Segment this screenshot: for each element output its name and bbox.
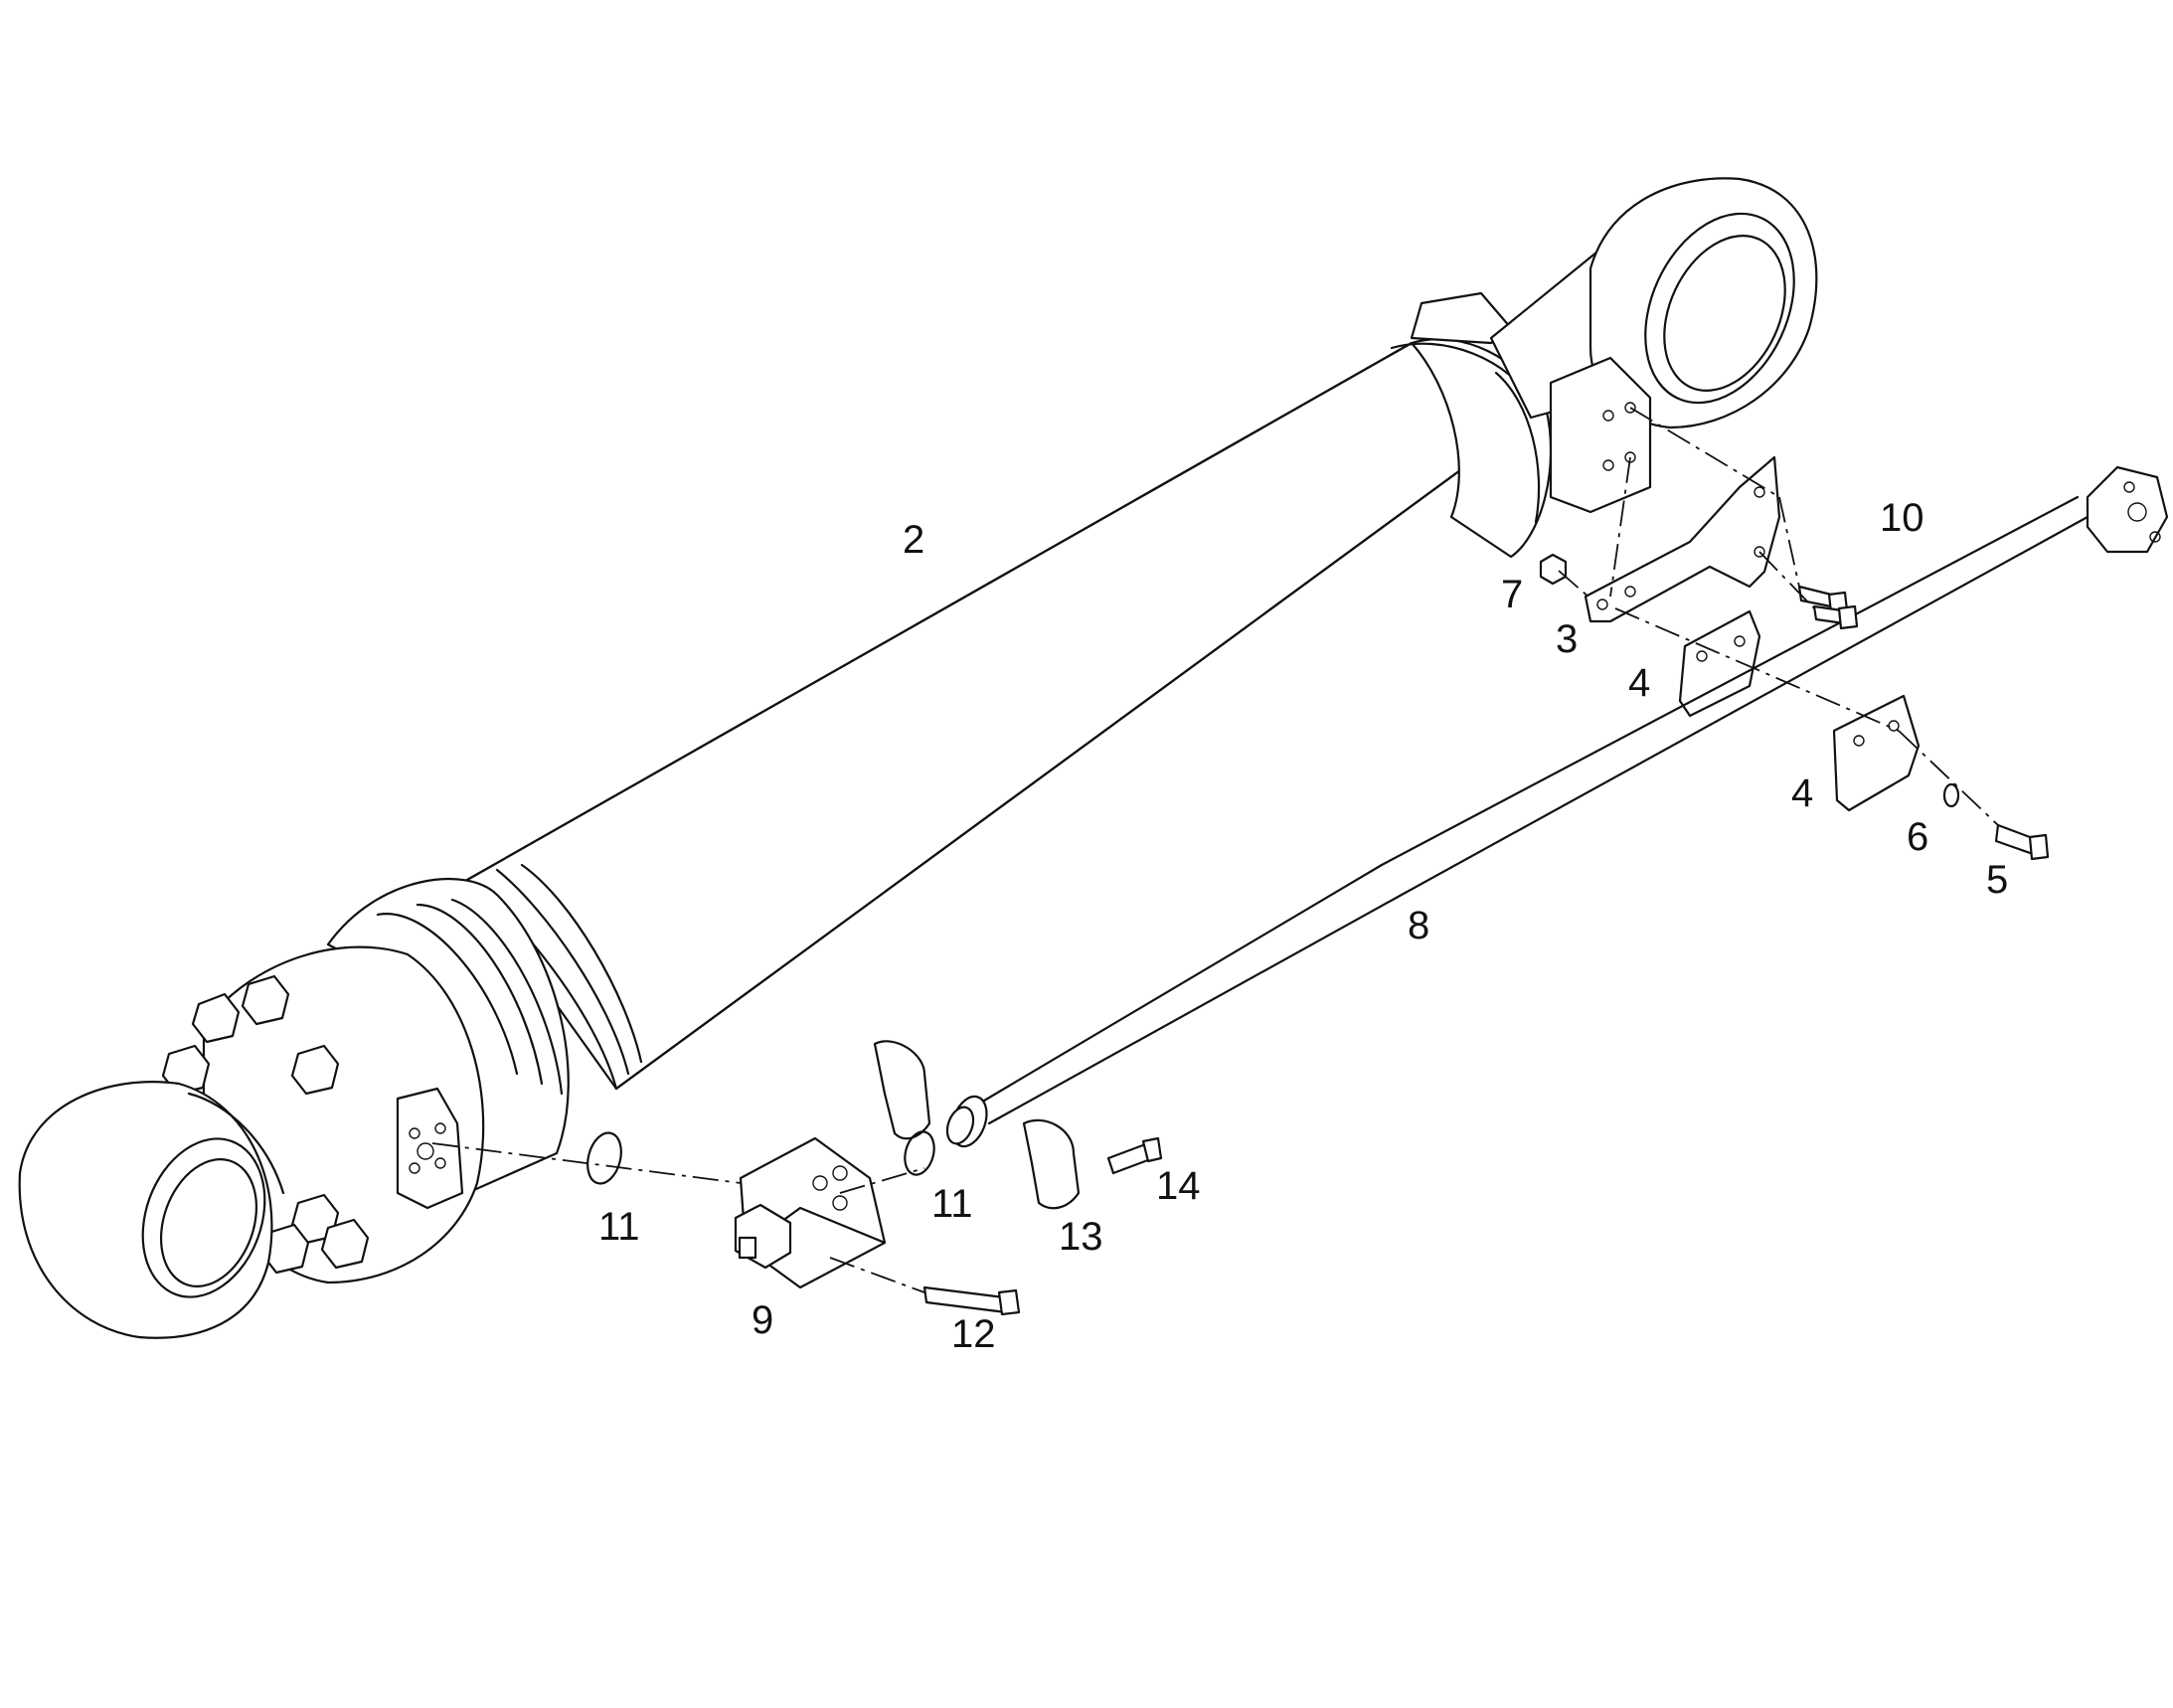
washers-nuts [1539,553,1960,808]
clamp-halves [873,1040,1081,1210]
bracket-part-4-upper [1678,609,1761,718]
head-end-flange [161,945,485,1284]
label-part-11b: 11 [931,1182,973,1226]
label-part-4a: 4 [1628,661,1650,705]
bolts [922,585,2050,1316]
label-part-12: 12 [951,1312,996,1356]
part-labels: 2 10 7 3 4 4 6 5 8 11 11 13 14 9 12 [598,496,2008,1356]
label-part-14: 14 [1156,1164,1201,1208]
bracket-part-3 [1584,455,1781,623]
bracket-part-4-lower [1832,694,1921,812]
label-part-3: 3 [1556,617,1578,661]
rod-end-eye [1489,177,1818,514]
valve-block [734,1136,887,1289]
label-part-13: 13 [1059,1215,1103,1259]
label-part-9: 9 [752,1298,773,1342]
label-part-8: 8 [1408,904,1429,947]
center-lines [431,407,1999,1293]
label-part-2: 2 [903,518,924,562]
head-end-eye [18,1081,285,1339]
label-part-10: 10 [1880,496,1924,540]
label-part-7: 7 [1501,573,1523,616]
cylinder-barrel [465,341,1548,1091]
label-part-11a: 11 [598,1205,640,1249]
seal-rings [586,1130,935,1185]
label-part-4b: 4 [1791,771,1813,815]
label-part-5: 5 [1986,858,2008,902]
label-part-6: 6 [1907,815,1928,859]
